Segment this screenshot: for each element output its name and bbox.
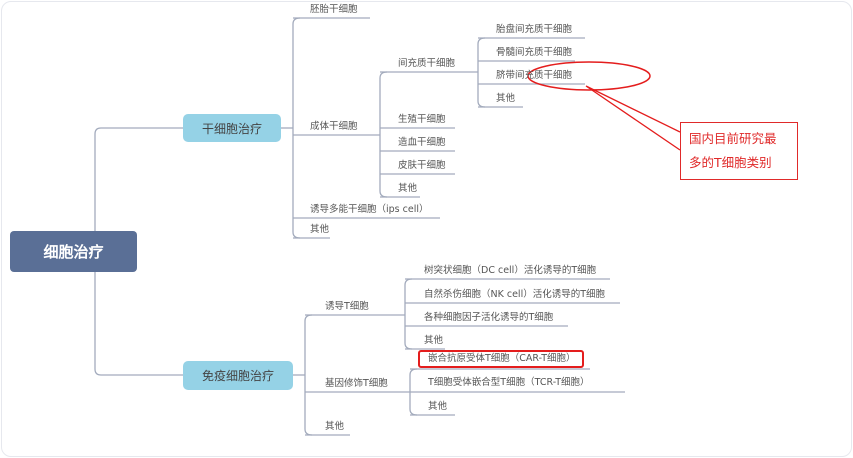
adult-child-node[interactable]: 造血干细胞 — [398, 137, 446, 148]
callout-line-2: 多的T细胞类别 — [689, 155, 772, 170]
connector-adult-bracket — [379, 71, 388, 198]
adult-child-node[interactable]: 其他 — [398, 183, 418, 194]
node-label: 干细胞治疗 — [201, 121, 262, 136]
immune-other-node[interactable]: 其他 — [325, 421, 345, 432]
ips-cell-node[interactable]: 诱导多能干细胞（ips cell） — [310, 204, 429, 215]
modified-other-node[interactable]: 其他 — [428, 401, 448, 412]
connector-immune-bracket — [304, 314, 313, 436]
connector-root-stem — [94, 127, 183, 231]
stem-other-node[interactable]: 其他 — [310, 224, 330, 235]
induced-child-node[interactable]: 各种细胞因子活化诱导的T细胞 — [424, 312, 554, 323]
node-label: 免疫细胞治疗 — [201, 369, 274, 383]
connector-mesenchymal-bracket — [477, 37, 486, 108]
callout-pointer — [585, 85, 681, 151]
callout-box: 国内目前研究最 多的T细胞类别 — [680, 122, 798, 180]
root-node[interactable]: 细胞治疗 — [10, 231, 137, 272]
embryonic-stem-cell-node[interactable]: 胚胎干细胞 — [310, 4, 358, 15]
adult-child-node[interactable]: 生殖干细胞 — [398, 114, 446, 125]
car-t-highlight-box — [418, 350, 584, 368]
adult-child-node[interactable]: 皮肤干细胞 — [398, 160, 446, 171]
induced-child-node[interactable]: 树突状细胞（DC cell）活化诱导的T细胞 — [424, 265, 597, 276]
induced-child-node[interactable]: 其他 — [424, 335, 444, 346]
adult-stem-cell-node[interactable]: 成体干细胞 — [310, 121, 358, 132]
connector-root-immune — [94, 272, 183, 376]
stem-cell-therapy-node[interactable]: 干细胞治疗 — [183, 114, 281, 142]
callout-line-1: 国内目前研究最 — [689, 131, 777, 146]
mesenchymal-child-node[interactable]: 胎盘间充质干细胞 — [496, 24, 573, 35]
root-label: 细胞治疗 — [43, 243, 104, 261]
mesenchymal-child-node[interactable]: 其他 — [496, 93, 516, 104]
mesenchymal-child-node[interactable]: 骨髓间充质干细胞 — [496, 47, 573, 58]
tcr-t-node[interactable]: T细胞受体嵌合型T细胞（TCR-T细胞） — [428, 377, 590, 388]
induced-t-cell-node[interactable]: 诱导T细胞 — [325, 301, 369, 312]
connector-induced-bracket — [404, 278, 413, 350]
highlight-ellipse — [527, 61, 651, 91]
immune-cell-therapy-node[interactable]: 免疫细胞治疗 — [183, 361, 293, 390]
modified-t-cell-node[interactable]: 基因修饰T细胞 — [325, 378, 388, 389]
mesenchymal-child-node-umbilical[interactable]: 脐带间充质干细胞 — [496, 70, 573, 81]
induced-child-node[interactable]: 自然杀伤细胞（NK cell）活化诱导的T细胞 — [424, 289, 606, 300]
mesenchymal-node[interactable]: 间充质干细胞 — [398, 58, 456, 69]
car-t-node[interactable]: 嵌合抗原受体T细胞（CAR-T细胞） — [428, 353, 576, 364]
connector-stem-bracket — [292, 17, 301, 239]
